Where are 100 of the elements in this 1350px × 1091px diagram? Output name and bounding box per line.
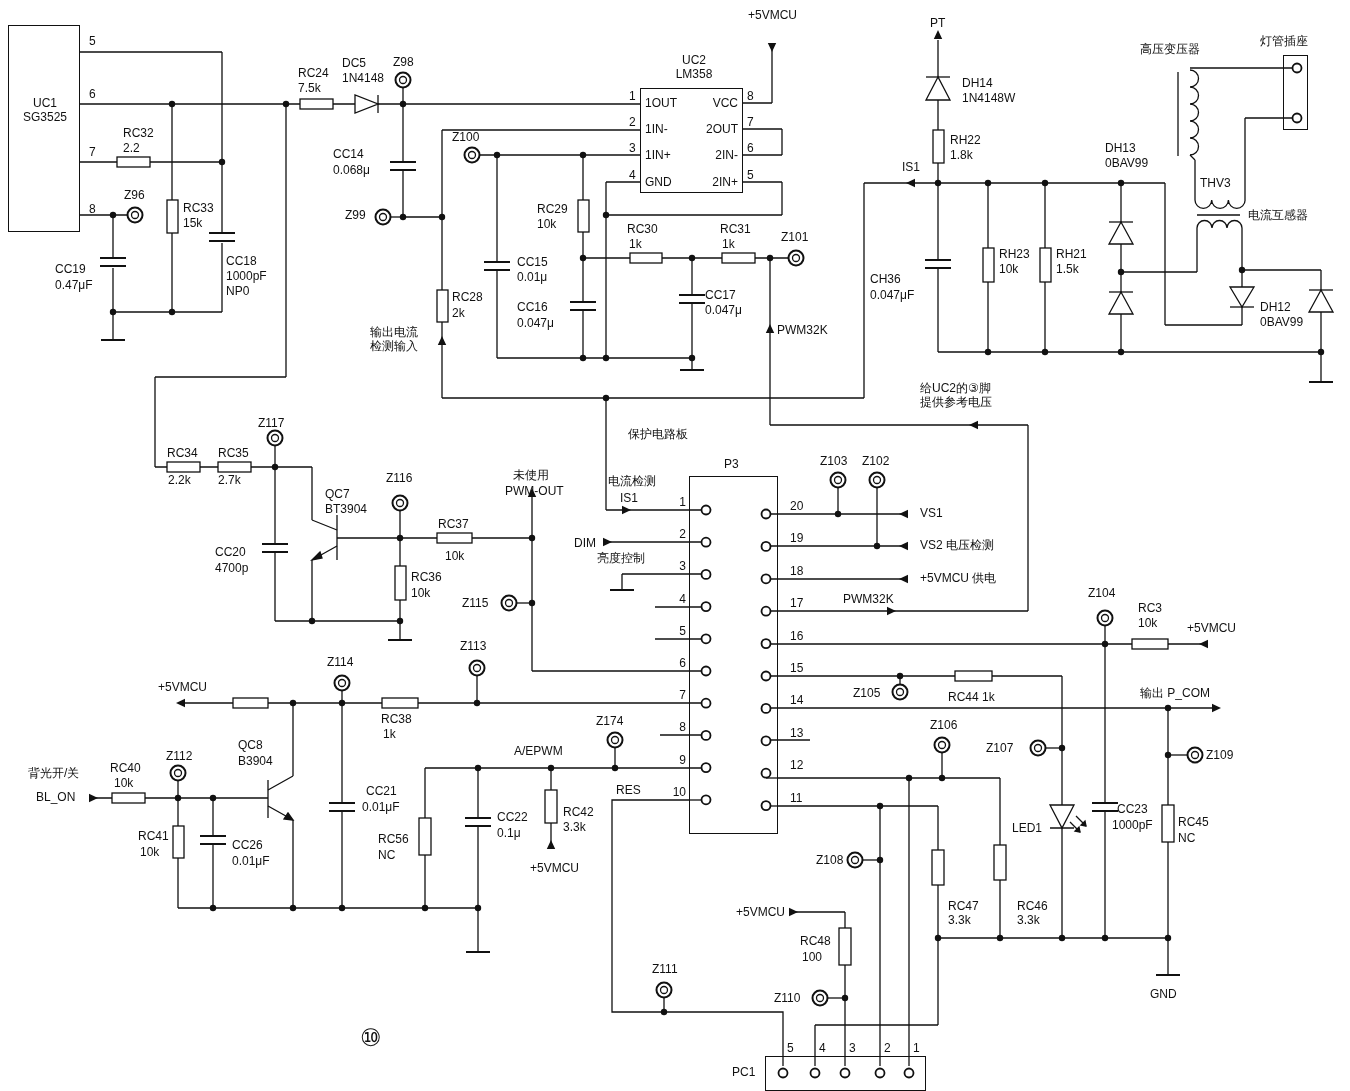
test-point-label: Z96 [124, 188, 145, 202]
pin-name: 2IN+ [712, 175, 738, 189]
signal-label: IS1 [620, 491, 638, 505]
component-label: RC29 [537, 202, 568, 216]
signal-label: DIM [574, 536, 596, 550]
test-point-label: Z107 [986, 741, 1014, 755]
component-label: CC21 [366, 784, 397, 798]
component-label: 1N4148 [342, 71, 385, 85]
note-text: 给UC2的③脚提供参考电压 [920, 381, 993, 409]
pin-name: 1OUT [645, 96, 677, 110]
component-label: 灯管插座 [1260, 34, 1308, 48]
component-label: 10k [999, 262, 1019, 276]
component-label: DC5 [342, 56, 366, 70]
pin-name: GND [645, 175, 672, 189]
pin-number: 7 [678, 688, 686, 703]
pin-number: 3 [629, 141, 636, 155]
component-label: NC [378, 848, 396, 862]
component-label: RC44 1k [948, 690, 995, 704]
component-label: 15k [183, 216, 203, 230]
note-text: 亮度控制 [597, 551, 645, 565]
note-text: 电流检测 [608, 474, 656, 488]
test-point-label: Z105 [853, 686, 881, 700]
test-point-label: Z103 [820, 454, 848, 468]
test-point-label: Z115 [462, 596, 489, 610]
pin-number: 9 [678, 752, 686, 767]
signal-label: +5VMCU [530, 861, 579, 875]
component-label: 0.068μ [333, 163, 370, 177]
note-text: 高压变压器 [1140, 42, 1200, 56]
component-label: 10k [445, 549, 465, 563]
pin-number: 4 [678, 591, 686, 606]
component-label: THV3 [1200, 176, 1231, 190]
test-point-label: Z112 [166, 749, 193, 763]
component-label: UC1 SG3525 [21, 96, 68, 124]
component-label: 0BAV99 [1105, 156, 1149, 170]
component-label: QC8 [238, 738, 263, 752]
component-label: CC22 [497, 810, 528, 824]
component-label: 0.47μF [55, 278, 93, 292]
test-point-label: Z114 [327, 655, 354, 669]
pin-name: 1IN- [645, 122, 668, 136]
component-label: 1k [629, 237, 642, 251]
component-label: 1.5k [1056, 262, 1079, 276]
component-label: RC41 [138, 829, 169, 843]
component-label: 3.3k [1017, 913, 1040, 927]
test-point-label: Z108 [816, 853, 844, 867]
component-label: NC [1178, 831, 1196, 845]
component-label: DH14 [962, 76, 993, 90]
pin-number: 5 [678, 623, 686, 638]
component-label: B3904 [238, 754, 273, 768]
pin-number: 5 [787, 1041, 794, 1055]
component-label: CH36 [870, 272, 901, 286]
component-label: RC28 [452, 290, 483, 304]
signal-label: +5VMCU 供电 [920, 571, 997, 585]
note-text: 保护电路板 [628, 427, 688, 441]
pin-number: 14 [790, 693, 804, 708]
test-point-label: Z101 [781, 230, 809, 244]
component-label: 100 [802, 950, 823, 964]
component-label: 0.01μF [232, 854, 270, 868]
component-label: 2.2k [168, 473, 191, 487]
component-label: 1k [383, 727, 396, 741]
signal-label: GND [1150, 987, 1177, 1001]
component-label: CC23 [1117, 802, 1148, 816]
component-label: CC18 [226, 254, 257, 268]
component-label: RC35 [218, 446, 249, 460]
component-label: LED1 [1012, 821, 1043, 835]
pin-number: 2 [629, 115, 636, 129]
component-label: RC48 [800, 934, 831, 948]
pin-number: 6 [678, 656, 686, 670]
pin-number: 8 [747, 89, 754, 103]
test-point-label: Z98 [393, 55, 414, 69]
component-label: RC36 [411, 570, 442, 584]
component-label: 0.01μ [517, 270, 548, 284]
component-label: 0.047μ [517, 316, 554, 330]
pin-number: 4 [819, 1041, 826, 1055]
note-text: 未使用 [513, 468, 549, 482]
component-label: DH12 [1260, 300, 1291, 314]
component-label: RC31 [720, 222, 751, 236]
signal-label: PWM32K [777, 323, 828, 337]
signal-label: PWM32K [843, 592, 894, 606]
component-label: RC42 [563, 805, 594, 819]
component-label: CC19 [55, 262, 86, 276]
signal-label: BL_ON [36, 790, 76, 804]
component-label: P3 [724, 457, 739, 471]
pin-name: 2OUT [706, 122, 738, 136]
signal-label: +5VMCU [748, 8, 797, 22]
signal-label: +5VMCU [158, 680, 207, 694]
pin-number: 8 [678, 720, 686, 735]
pin-number: 18 [790, 563, 804, 578]
component-label: CC26 [232, 838, 263, 852]
edge-label: RES [615, 783, 642, 797]
signal-label: PT [930, 16, 946, 30]
signal-label: PWM-OUT [505, 484, 564, 498]
pin-number: 4 [629, 168, 636, 182]
pin-number: 3 [678, 559, 686, 574]
test-point-label: Z109 [1206, 748, 1234, 762]
signal-label: +5VMCU [736, 905, 785, 919]
component-label: RC47 [948, 899, 979, 913]
test-point-label: Z100 [452, 130, 480, 144]
component-label: RC56 [378, 832, 409, 846]
component-label: 0BAV99 [1260, 315, 1304, 329]
component-label: UC2 LM358 [674, 53, 714, 81]
